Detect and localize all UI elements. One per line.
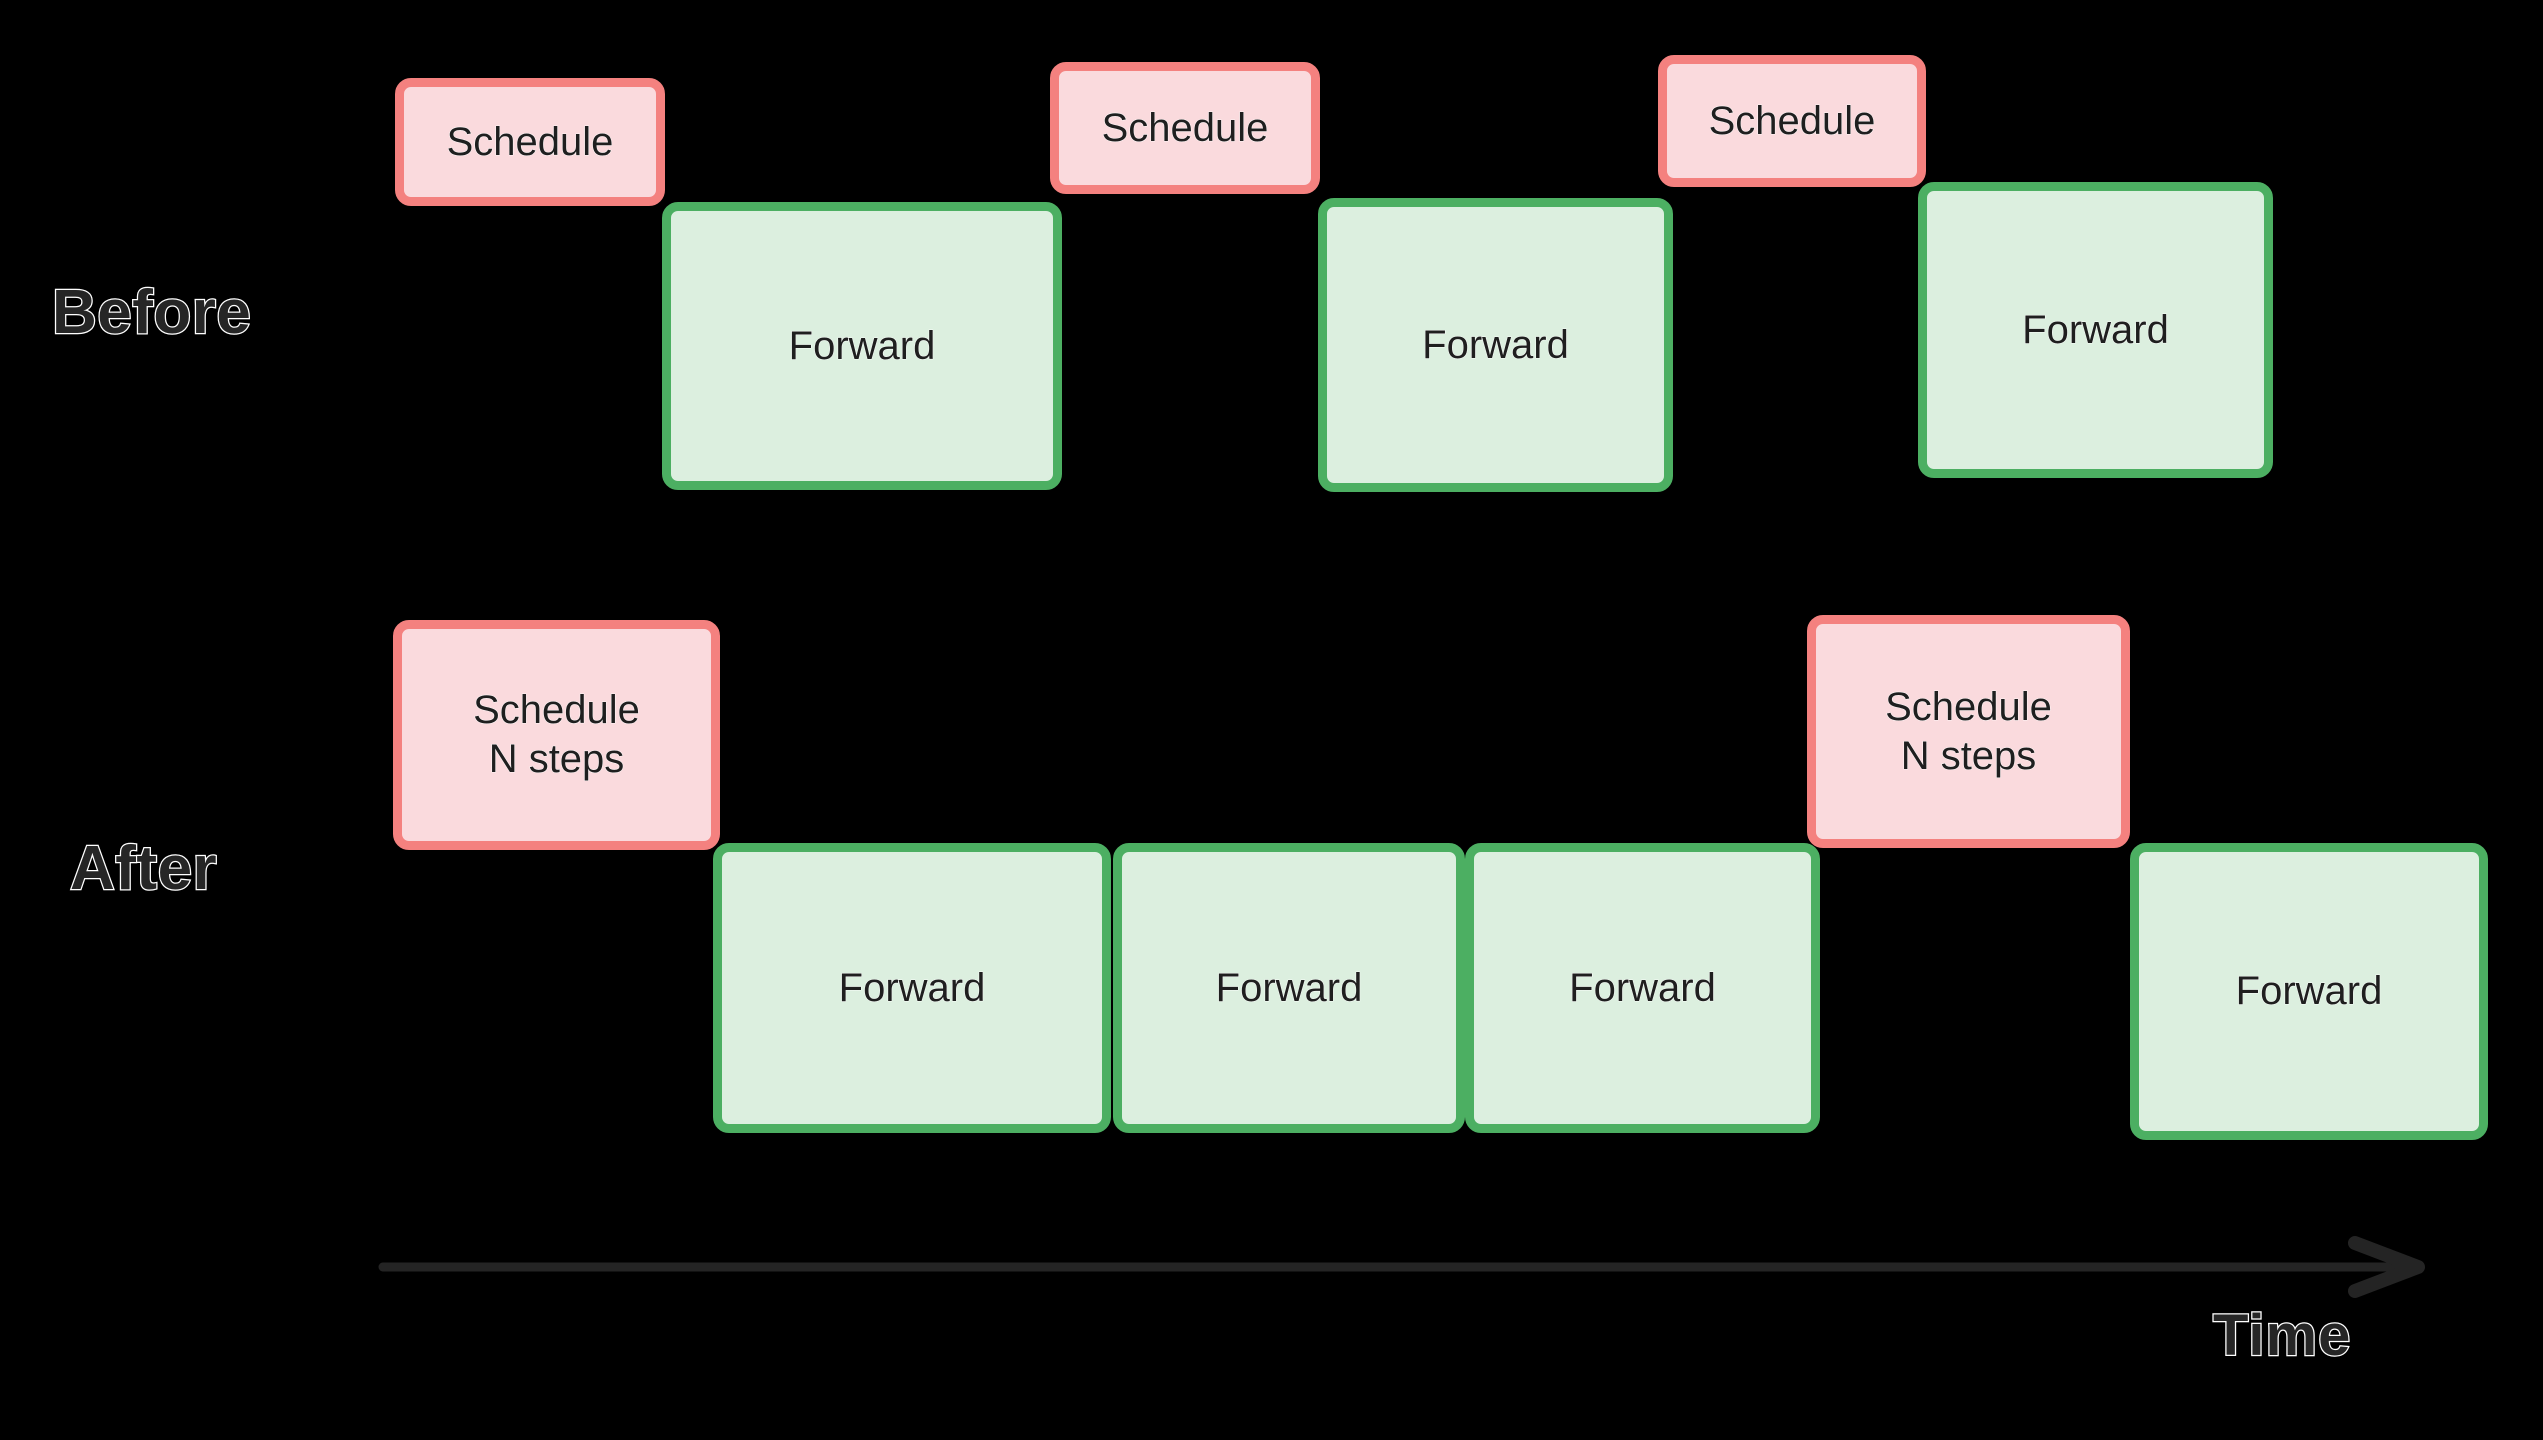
row-label-before: Before	[51, 278, 252, 347]
before-forward-box-2[interactable]: Forward	[1318, 198, 1673, 492]
node-label: Forward	[2022, 307, 2170, 352]
before-forward-box-1[interactable]: Forward	[662, 202, 1062, 490]
time-axis-arrowhead-icon	[2348, 1236, 2425, 1298]
node-label: Schedule	[1708, 98, 1876, 143]
before-schedule-box-1[interactable]: Schedule	[395, 78, 665, 206]
before-schedule-box-3[interactable]: Schedule	[1658, 55, 1926, 187]
time-axis-label: Time	[2212, 1303, 2352, 1368]
node-label: Schedule N steps	[1885, 684, 2053, 778]
node-label: Forward	[1422, 322, 1570, 367]
before-schedule-box-2[interactable]: Schedule	[1050, 62, 1320, 194]
after-forward-box-1[interactable]: Forward	[713, 843, 1111, 1133]
after-forward-box-3[interactable]: Forward	[1465, 843, 1820, 1133]
after-forward-box-2[interactable]: Forward	[1113, 843, 1465, 1133]
node-label: Forward	[838, 965, 986, 1010]
node-label: Forward	[2235, 969, 2383, 1014]
node-label: Forward	[788, 323, 936, 368]
after-schedule-box-2[interactable]: Schedule N steps	[1807, 615, 2130, 848]
after-schedule-box-1[interactable]: Schedule N steps	[393, 620, 720, 850]
node-label: Schedule	[1101, 105, 1269, 150]
node-label: Schedule N steps	[473, 688, 641, 782]
node-label: Schedule	[446, 119, 614, 164]
node-label: Forward	[1569, 965, 1717, 1010]
before-forward-box-3[interactable]: Forward	[1918, 182, 2273, 478]
node-label: Forward	[1215, 965, 1363, 1010]
after-forward-box-4[interactable]: Forward	[2130, 843, 2488, 1140]
row-label-after: After	[69, 834, 218, 903]
